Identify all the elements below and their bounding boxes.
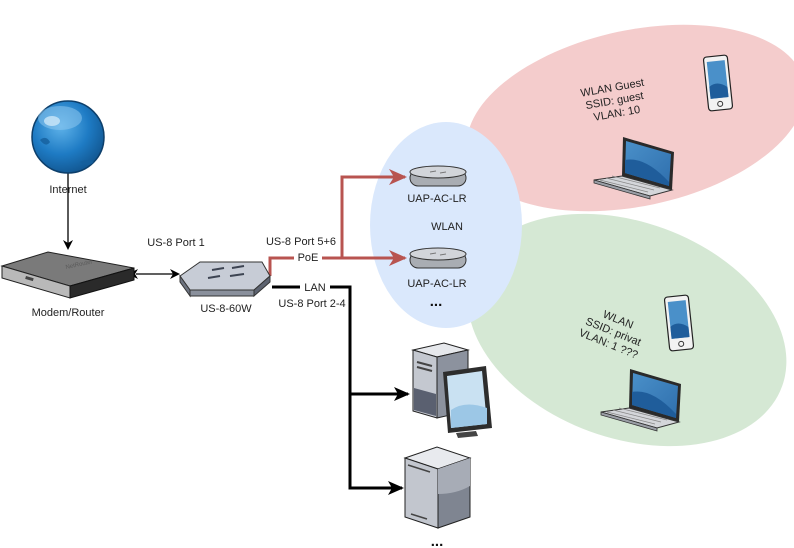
modem-switch-link-label: US-8 Port 1 xyxy=(147,237,204,249)
ap1-label: UAP-AC-LR xyxy=(407,193,466,205)
lan-link-label-top: LAN xyxy=(304,282,325,294)
access-point-icon[interactable] xyxy=(409,247,467,269)
internet-label: Internet xyxy=(49,184,86,196)
server-tower-icon[interactable] xyxy=(403,446,472,529)
laptop-icon[interactable] xyxy=(593,137,674,200)
lan-link-server xyxy=(348,394,404,495)
private-wlan-zone xyxy=(467,213,787,447)
switch-icon[interactable] xyxy=(179,261,271,298)
more-access-points-ellipsis: ... xyxy=(430,293,443,310)
access-point-icon[interactable] xyxy=(409,165,467,187)
laptop-icon[interactable] xyxy=(600,369,681,432)
poe-link-label-top: US-8 Port 5+6 xyxy=(266,236,336,248)
more-lan-devices-ellipsis: ... xyxy=(431,533,444,548)
wlan-zone-label: WLAN xyxy=(431,221,463,233)
tablet-icon[interactable] xyxy=(702,54,734,112)
globe-icon[interactable] xyxy=(31,100,105,174)
poe-link-label-bottom: PoE xyxy=(298,252,319,264)
desktop-computer-icon[interactable] xyxy=(411,342,492,438)
wlan-zone xyxy=(370,122,522,328)
ap2-label: UAP-AC-LR xyxy=(407,278,466,290)
svg-text:NetRouter: NetRouter xyxy=(65,259,93,271)
switch-label: US-8-60W xyxy=(200,303,252,315)
tablet-icon[interactable] xyxy=(663,294,695,352)
modem-router-label: Modem/Router xyxy=(32,307,105,319)
router-icon[interactable]: NetRouter xyxy=(0,251,135,299)
lan-link-label-bottom: US-8 Port 2-4 xyxy=(278,298,345,310)
